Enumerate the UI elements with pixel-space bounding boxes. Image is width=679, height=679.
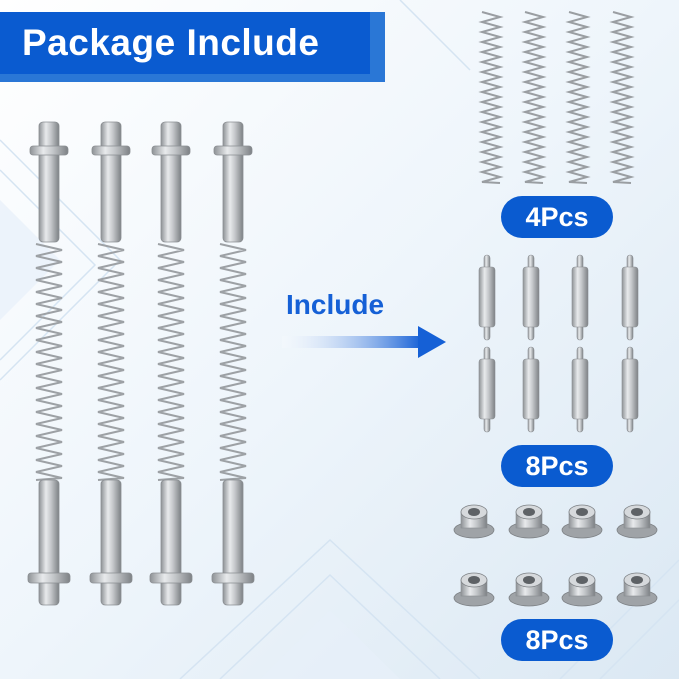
pin (621, 254, 639, 341)
rod-top-flange (29, 145, 69, 156)
rod-top-flange (91, 145, 131, 156)
rod-spring (97, 243, 125, 481)
title-banner: Package Include (0, 12, 385, 82)
compression-spring (565, 11, 591, 184)
pin-body (571, 266, 589, 328)
bushing-hole (631, 508, 643, 516)
rod-bottom-flange (211, 572, 255, 584)
flanged-bushing (561, 504, 603, 539)
pin (478, 346, 496, 433)
rod-top-flange (151, 145, 191, 156)
pin-body (621, 358, 639, 420)
bushing-hole (523, 508, 535, 516)
flanged-bushing (453, 504, 495, 539)
pin-quantity-badge: 8Pcs (501, 445, 613, 487)
pin-body (478, 358, 496, 420)
compression-spring (478, 11, 504, 184)
pin (571, 254, 589, 341)
bushing-hole (523, 576, 535, 584)
flanged-bushing (616, 504, 658, 539)
spring-rod-assembly (211, 121, 255, 606)
flanged-bushing (561, 572, 603, 607)
compression-spring (609, 11, 635, 184)
page-title: Package Include (22, 22, 320, 63)
bushing-hole (576, 508, 588, 516)
rod-bottom-flange (149, 572, 193, 584)
bushing-hole (468, 508, 480, 516)
include-label: Include (286, 289, 385, 320)
rod-spring (157, 243, 185, 481)
banner-face: Package Include (0, 12, 370, 74)
spring-quantity-badge: 4Pcs (501, 196, 613, 238)
spring-rod-assembly (89, 121, 133, 606)
pin (571, 346, 589, 433)
pin-body (571, 358, 589, 420)
rod-bottom-flange (89, 572, 133, 584)
flanged-bushing (508, 504, 550, 539)
pin-body (478, 266, 496, 328)
flanged-bushing (453, 572, 495, 607)
rod-spring (35, 243, 63, 481)
pin-body (621, 266, 639, 328)
bushing-quantity-badge: 8Pcs (501, 619, 613, 661)
compression-spring (521, 11, 547, 184)
pin-body (522, 266, 540, 328)
pin (522, 254, 540, 341)
rod-top-flange (213, 145, 253, 156)
pin (522, 346, 540, 433)
bushing-hole (468, 576, 480, 584)
pin-body (522, 358, 540, 420)
rod-spring (219, 243, 247, 481)
rod-bottom-flange (27, 572, 71, 584)
spring-rod-assembly (27, 121, 71, 606)
bushing-hole (631, 576, 643, 584)
spring-rod-assembly (149, 121, 193, 606)
flanged-bushing (508, 572, 550, 607)
pin (621, 346, 639, 433)
pin (478, 254, 496, 341)
flanged-bushing (616, 572, 658, 607)
bushing-hole (576, 576, 588, 584)
